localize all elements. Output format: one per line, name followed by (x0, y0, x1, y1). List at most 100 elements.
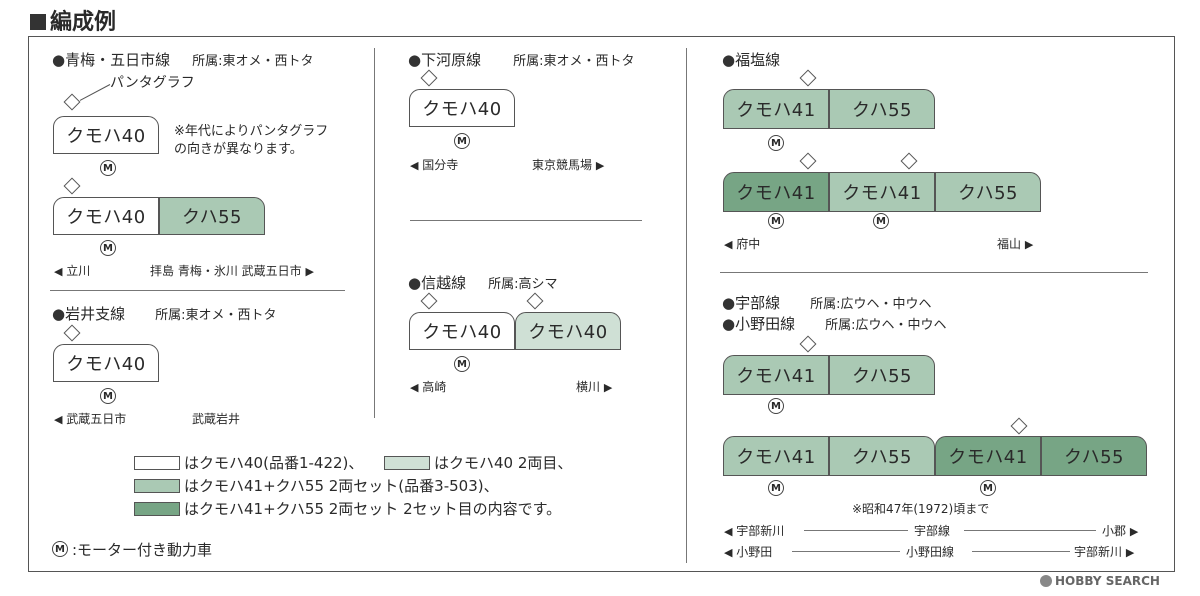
divider-ome (50, 290, 345, 291)
divider-left (374, 48, 375, 418)
motor-icon: M (768, 480, 784, 496)
iwai-route-to: 武蔵岩井 (192, 412, 241, 426)
left-arrow-icon: ◀ (724, 238, 733, 251)
motor-icon: M (768, 135, 784, 151)
section-fukuen-name: 福塩線 (735, 51, 781, 69)
ome-route-from: ◀ 立川 (54, 264, 91, 278)
onoda-route-to: 宇部新川 ▶ (1074, 545, 1135, 559)
section-iwai-home: 所属:東オメ・西トタ (155, 308, 277, 323)
ube-set2-car-kumoha41: クモハ41 (935, 436, 1041, 476)
right-arrow-icon: ▶ (595, 159, 605, 172)
left-arrow-icon: ◀ (54, 413, 63, 426)
onoda-route-line (972, 551, 1070, 552)
section-iwai-name: 岩井支線 (65, 305, 126, 323)
shinetsu-car2-kumoha40: クモハ40 (515, 312, 621, 350)
left-arrow-icon: ◀ (410, 159, 419, 172)
legend-swatch-set1 (134, 479, 180, 493)
legend-swatch-second-car (384, 456, 430, 470)
legend-swatch-set2 (134, 502, 180, 516)
right-arrow-icon: ▶ (1129, 525, 1139, 538)
legend-text-motor: :モーター付き動力車 (72, 541, 213, 559)
legend-text-kumoha40: はクモハ40(品番1-422)、 (184, 454, 364, 472)
title-square-icon (30, 14, 46, 30)
onoda-route-from: ◀ 小野田 (724, 545, 773, 559)
watermark-logo-icon (1040, 575, 1052, 587)
ube-route-line-name: 宇部線 (914, 524, 951, 538)
iwai-route-from: ◀ 武蔵五日市 (54, 412, 127, 426)
ube-set1-car-kuha55: クハ55 (829, 436, 935, 476)
motor-icon: M (454, 356, 470, 372)
left-arrow-icon: ◀ (410, 381, 419, 394)
iwai-car-kumoha40: クモハ40 (53, 344, 159, 382)
section-iwai-header: ●岩井支線所属:東オメ・西トタ (52, 305, 277, 323)
divider-right (686, 48, 687, 563)
section-ube-header: ●宇部線所属:広ウヘ・中ウヘ (722, 294, 932, 312)
section-onoda-header: ●小野田線所属:広ウヘ・中ウヘ (722, 315, 947, 333)
section-shimo-home: 所属:東オメ・西トタ (513, 54, 635, 69)
section-shimo-name: 下河原線 (421, 51, 482, 69)
fukuen-route-from: ◀ 府中 (724, 237, 761, 251)
right-arrow-icon: ▶ (1024, 238, 1034, 251)
legend-text-set2: はクモハ41+クハ55 2両セット 2セット目の内容です。 (184, 500, 562, 518)
ome-set-car-kuha55: クハ55 (159, 197, 265, 235)
divider-fukuen (720, 272, 1148, 273)
ube-route-to: 小郡 ▶ (1102, 524, 1139, 538)
motor-icon: M (454, 133, 470, 149)
shimo-route-to: 東京競馬場 ▶ (532, 158, 605, 172)
fukuen-car-kuha55: クハ55 (829, 89, 935, 129)
section-shinetsu-header: ●信越線所属:高シマ (408, 274, 558, 292)
motor-icon: M (100, 240, 116, 256)
legend-text-second-car: はクモハ40 2両目、 (434, 454, 573, 472)
section-ome-home: 所属:東オメ・西トタ (192, 54, 314, 69)
ome-route-stops: 拝島 青梅・氷川 武蔵五日市 ▶ (150, 264, 314, 278)
divider-shimo (410, 220, 642, 221)
onoda-route-line-name: 小野田線 (906, 545, 955, 559)
fukuen-set-car-kuha55: クハ55 (935, 172, 1041, 212)
shinetsu-route-from: ◀ 高崎 (410, 380, 447, 394)
ube-set1-car-kumoha41: クモハ41 (723, 436, 829, 476)
ube-route-line (804, 530, 908, 531)
ome-set-car-kumoha40: クモハ40 (53, 197, 159, 235)
section-ube-name: 宇部線 (735, 294, 781, 312)
section-ome-name: 青梅・五日市線 (65, 51, 171, 69)
motor-icon: M (980, 480, 996, 496)
motor-icon: M (768, 398, 784, 414)
section-fukuen-header: ●福塩線 (722, 51, 781, 69)
pantograph-label: パンタグラフ (110, 75, 195, 91)
onoda-route-line (792, 551, 900, 552)
section-ome-header: ●青梅・五日市線所属:東オメ・西トタ (52, 51, 314, 69)
left-arrow-icon: ◀ (724, 525, 733, 538)
hobby-search-watermark: HOBBY SEARCH (1040, 574, 1160, 588)
ome-note: ※年代によりパンタグラフ の向きが異なります。 (174, 124, 329, 157)
shinetsu-route-to: 横川 ▶ (576, 380, 613, 394)
motor-icon: M (873, 213, 889, 229)
right-arrow-icon: ▶ (603, 381, 613, 394)
shimo-car-kumoha40: クモハ40 (409, 89, 515, 127)
section-onoda-home: 所属:広ウヘ・中ウヘ (825, 318, 947, 333)
legend-swatch-white (134, 456, 180, 470)
ube-route-line (964, 530, 1096, 531)
ube-car-kuha55: クハ55 (829, 355, 935, 395)
shimo-route-from: ◀ 国分寺 (410, 158, 459, 172)
legend-text-set1: はクモハ41+クハ55 2両セット(品番3-503)、 (184, 477, 499, 495)
ube-set2-car-kuha55: クハ55 (1041, 436, 1147, 476)
diagram-frame (28, 36, 1175, 572)
section-shinetsu-name: 信越線 (421, 274, 467, 292)
fukuen-set-car-kumoha41-a: クモハ41 (723, 172, 829, 212)
motor-icon: M (52, 541, 68, 557)
section-ube-home: 所属:広ウヘ・中ウヘ (810, 297, 932, 312)
fukuen-car-kumoha41: クモハ41 (723, 89, 829, 129)
ube-route-from: ◀ 宇部新川 (724, 524, 785, 538)
right-arrow-icon: ▶ (305, 265, 314, 278)
fukuen-set-car-kumoha41-b: クモハ41 (829, 172, 935, 212)
page-title: 編成例 (30, 4, 116, 36)
left-arrow-icon: ◀ (724, 546, 733, 559)
motor-icon: M (100, 160, 116, 176)
ube-note: ※昭和47年(1972)頃まで (852, 502, 990, 516)
motor-icon: M (768, 213, 784, 229)
shinetsu-car1-kumoha40: クモハ40 (409, 312, 515, 350)
fukuen-route-to: 福山 ▶ (997, 237, 1034, 251)
section-shinetsu-home: 所属:高シマ (488, 277, 558, 292)
ube-car-kumoha41: クモハ41 (723, 355, 829, 395)
right-arrow-icon: ▶ (1125, 546, 1135, 559)
